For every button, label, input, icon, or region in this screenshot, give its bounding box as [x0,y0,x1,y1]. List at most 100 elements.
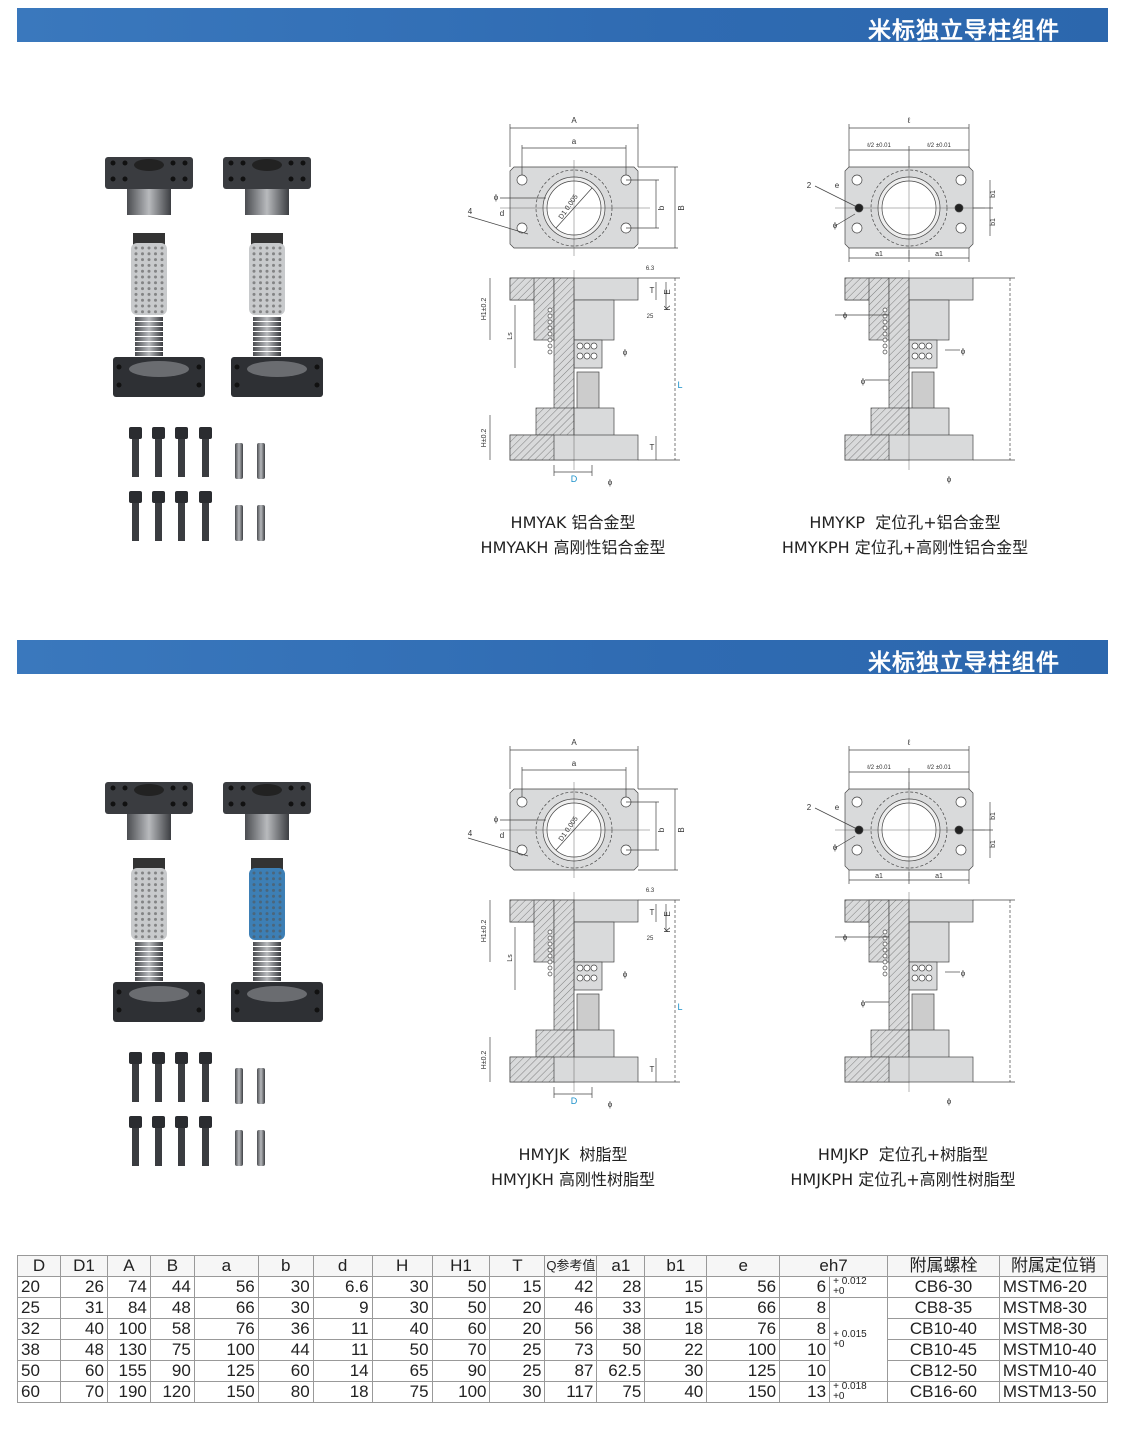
caption-line: HMJKPH 定位孔+高刚性树脂型 [790,1170,1016,1189]
dowel-pin [235,1068,243,1104]
dowel-pin [235,1130,243,1166]
dowel-pin [257,1130,265,1166]
table-cell: 65 [371,1360,433,1382]
column-header: Q参考值 [544,1255,598,1277]
banner-title: 米标独立导柱组件 [868,650,1060,676]
dim-label-a1: a1 [875,873,883,880]
dim-label-d: d [500,209,504,218]
table-cell: 73 [544,1339,598,1361]
caption-line: HMYJKH 高刚性树脂型 [491,1170,655,1189]
dim-label-a: a [572,759,577,768]
table-cell: 150 [193,1381,259,1403]
spring [576,993,600,1035]
table-cell: 84 [106,1297,151,1319]
bolt [175,1052,188,1102]
dowel-pin [257,1068,265,1104]
guide-bushing [223,157,311,215]
table-cell: 60 [59,1360,108,1382]
dim-label-phi: ϕ [494,815,499,824]
dim-label-phi: ϕ [608,1100,613,1109]
table-cell: CB8-35 [887,1297,1000,1319]
table-cell: MSTM8-30 [998,1318,1109,1340]
column-header: 附属定位销 [998,1255,1109,1277]
table-cell: 8 [779,1318,831,1340]
dim-label-a1: a1 [935,251,943,258]
table-cell: 48 [149,1297,195,1319]
table-cell: 60 [17,1381,61,1403]
table-cell: 76 [193,1318,259,1340]
banner-title: 米标独立导柱组件 [868,18,1060,44]
dim-label-r25: 25 [647,314,654,320]
table-cell: MSTM8-30 [998,1297,1109,1319]
table-cell: 42 [544,1276,598,1298]
dim-label-T: T [650,908,655,917]
table-cell: MSTM13-50 [998,1381,1109,1403]
table-cell: 6 [779,1276,831,1298]
dim-label-phi: ϕ [833,221,838,230]
table-cell: 26 [59,1276,108,1298]
table-cell: 11 [312,1339,373,1361]
bolt [129,1052,142,1102]
bolt [175,1116,188,1166]
table-cell: 66 [706,1297,781,1319]
tolerance-upper: + 0.018 [833,1381,867,1392]
table-cell: 76 [706,1318,781,1340]
guide-pillar [113,233,205,397]
dim-label-E: E [663,289,672,294]
table-cell: CB6-30 [887,1276,1000,1298]
dim-label-ell: ℓ [907,738,911,747]
tolerance-upper: + 0.015 [833,1328,867,1340]
dim-label-half: ℓ/2 ±0.01 [867,142,891,149]
table-cell: 40 [644,1381,708,1403]
tolerance-cell: + 0.015+0 [829,1297,889,1382]
guide-pillar [231,858,323,1022]
guide-pillar [231,233,323,397]
table-cell: 25 [17,1297,61,1319]
table-cell: 46 [544,1297,598,1319]
guide-bushing [105,782,193,840]
dim-label-a1: a1 [875,251,883,258]
column-header: H1 [431,1255,491,1277]
dim-label-E: E [663,911,672,916]
spring [911,371,935,413]
dim-label-H: H±0.2 [481,429,488,448]
table-cell: 80 [257,1381,314,1403]
bolt [129,491,142,541]
dim-label-d: d [500,831,504,840]
section-banner: 米标独立导柱组件 [17,640,1108,676]
dim-label-L: L [677,380,682,390]
dim-label-Ls: Ls [507,954,514,962]
table-cell: 22 [644,1339,708,1361]
bolt [199,491,212,541]
guide-bushing [223,782,311,840]
table-cell: 100 [106,1318,151,1340]
table-cell: 9 [312,1297,373,1319]
section-banner: 米标独立导柱组件 [17,8,1108,44]
table-cell: CB12-50 [887,1360,1000,1382]
table-cell: 44 [257,1339,314,1361]
table-cell: 30 [644,1360,708,1382]
dowel-pin [235,505,243,541]
table-cell: 14 [312,1360,373,1382]
dim-label-A: A [571,116,577,125]
bolt [199,1052,212,1102]
table-cell: 48 [59,1339,108,1361]
dim-label-b: b [657,205,666,210]
column-header: A [106,1255,151,1277]
caption-line: HMYKPH 定位孔+高刚性铝合金型 [781,538,1029,557]
dim-label-B: B [677,205,686,210]
table-cell: MSTM10-40 [998,1360,1109,1382]
table-cell: 58 [149,1318,195,1340]
table-cell: 25 [489,1360,546,1382]
product-photo-aluminum [95,145,325,560]
table-cell: 30 [257,1276,314,1298]
bolt [152,491,165,541]
table-cell: 13 [779,1381,831,1403]
dim-label-b1: b1 [990,840,997,848]
